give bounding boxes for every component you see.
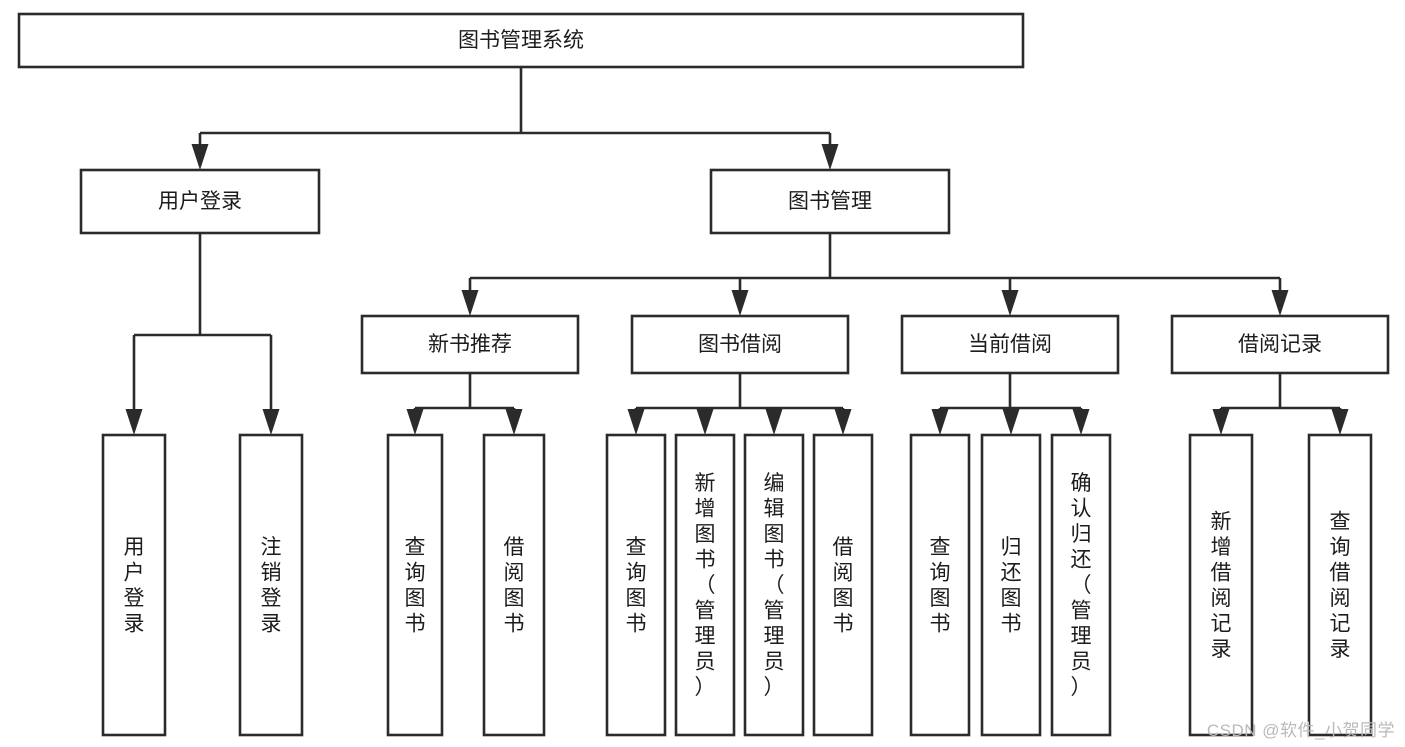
level3-1-to-leaves-arrow-3 [834,409,852,435]
node-leaf-0-0-rect[interactable] [101,433,167,737]
root-to-level2-arrow-0 [191,144,209,170]
node-level3-0[interactable]: 新书推荐 [360,314,580,375]
level3-3-to-leaves-arrow-0 [1212,409,1230,435]
node-leaf-3-0-rect[interactable] [909,433,971,737]
level3-2-to-leaves-arrow-1 [1002,409,1020,435]
node-level3-0-rect[interactable] [360,314,580,375]
level3-2-to-leaves-arrow-2 [1072,409,1090,435]
user-login-to-leaves-arrow-1 [262,409,280,435]
node-leaf-1-1[interactable]: 借阅图书 [482,433,546,737]
node-level3-0-label: 新书推荐 [428,333,512,356]
node-leaf-3-1-label: 归还图书 [1001,536,1022,636]
node-leaf-2-0[interactable]: 查询图书 [605,433,667,737]
node-level3-2-rect[interactable] [900,314,1120,375]
node-leaf-2-0-label: 查询图书 [626,536,647,636]
node-leaf-3-2-label: 确认归还（管理员） [1071,472,1092,699]
node-leaf-3-1[interactable]: 归还图书 [980,433,1042,737]
book-mgmt-to-level3-arrow-1 [731,290,749,316]
book-mgmt-to-level3-arrow-0 [461,290,479,316]
node-leaf-2-1-label: 新增图书（管理员） [695,472,716,699]
node-level3-1-label: 图书借阅 [698,333,782,356]
level3-2-to-leaves-arrow-0 [931,409,949,435]
node-leaf-1-0-rect[interactable] [386,433,444,737]
level3-0-to-leaves-arrow-1 [505,409,523,435]
level3-1-to-leaves-arrow-1 [696,409,714,435]
node-leaf-4-0-label: 新增借阅记录 [1211,510,1232,661]
node-leaf-0-1[interactable]: 注销登录 [238,433,304,737]
node-leaf-3-2-rect[interactable] [1050,433,1112,737]
node-leaf-1-1-label: 借阅图书 [504,536,525,636]
node-leaf-4-1-rect[interactable] [1307,433,1373,737]
node-leaf-2-3[interactable]: 借阅图书 [812,433,874,737]
node-leaf-4-0[interactable]: 新增借阅记录 [1188,433,1254,737]
node-level2-0-label: 用户登录 [158,190,242,213]
node-leaf-2-2-label: 编辑图书（管理员） [764,472,785,699]
node-leaf-3-0-label: 查询图书 [930,536,951,636]
connectors-layer [125,67,1349,435]
level3-1-to-leaves-arrow-2 [765,409,783,435]
node-level3-1-rect[interactable] [630,314,850,375]
level3-1-to-leaves-arrow-0 [627,409,645,435]
node-leaf-3-0[interactable]: 查询图书 [909,433,971,737]
node-leaf-0-0[interactable]: 用户登录 [101,433,167,737]
node-leaf-0-0-label: 用户登录 [124,536,145,636]
node-leaf-4-1[interactable]: 查询借阅记录 [1307,433,1373,737]
node-leaf-4-1-label: 查询借阅记录 [1330,510,1351,661]
node-leaf-3-1-rect[interactable] [980,433,1042,737]
node-leaf-1-0-label: 查询图书 [405,536,426,636]
node-level2-0[interactable]: 用户登录 [79,168,321,235]
book-mgmt-to-level3-arrow-2 [1001,290,1019,316]
node-leaf-2-1-rect[interactable] [674,433,736,737]
csdn-watermark: CSDN @软件_小贺同学 [1206,721,1395,740]
level3-0-to-leaves-arrow-0 [406,409,424,435]
node-leaf-1-0[interactable]: 查询图书 [386,433,444,737]
node-leaf-0-1-label: 注销登录 [261,536,282,636]
node-level3-2[interactable]: 当前借阅 [900,314,1120,375]
nodes-layer: 图书管理系统用户登录图书管理新书推荐图书借阅当前借阅借阅记录用户登录注销登录查询… [17,12,1390,737]
node-leaf-3-2[interactable]: 确认归还（管理员） [1050,433,1112,737]
book-mgmt-to-level3-arrow-3 [1271,290,1289,316]
node-root-system-label: 图书管理系统 [458,29,584,52]
node-leaf-2-1[interactable]: 新增图书（管理员） [674,433,736,737]
node-leaf-0-1-rect[interactable] [238,433,304,737]
user-login-to-leaves-arrow-0 [125,409,143,435]
node-leaf-2-2-rect[interactable] [743,433,805,737]
node-level2-0-rect[interactable] [79,168,321,235]
node-leaf-2-0-rect[interactable] [605,433,667,737]
node-leaf-2-2[interactable]: 编辑图书（管理员） [743,433,805,737]
node-leaf-4-0-rect[interactable] [1188,433,1254,737]
node-level3-2-label: 当前借阅 [968,333,1052,356]
node-level2-1-rect[interactable] [709,168,951,235]
node-root-system[interactable]: 图书管理系统 [17,12,1025,69]
node-level2-1-label: 图书管理 [788,190,872,213]
node-level3-3[interactable]: 借阅记录 [1170,314,1390,375]
node-level3-3-label: 借阅记录 [1238,333,1322,356]
node-leaf-2-3-label: 借阅图书 [833,536,854,636]
node-root-system-rect[interactable] [17,12,1025,69]
node-leaf-2-3-rect[interactable] [812,433,874,737]
node-leaf-1-1-rect[interactable] [482,433,546,737]
node-level2-1[interactable]: 图书管理 [709,168,951,235]
level3-3-to-leaves-arrow-1 [1331,409,1349,435]
root-to-level2-arrow-1 [821,144,839,170]
node-level3-3-rect[interactable] [1170,314,1390,375]
node-level3-1[interactable]: 图书借阅 [630,314,850,375]
